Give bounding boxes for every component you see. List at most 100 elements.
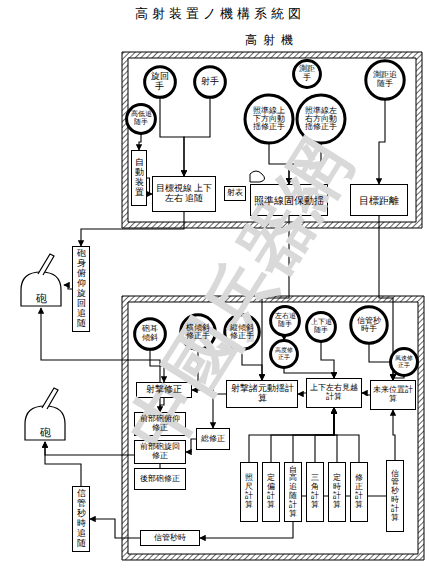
node-label: 砲耳傾斜 [138,325,162,343]
circle-outline [294,61,321,88]
vertical-box: 定時計算 [328,462,346,522]
node-label: 定時計算 [333,474,341,509]
signal-line [249,408,334,462]
signal-line [64,285,72,289]
signal-line [160,398,164,412]
node-label: 後部砲修正 [140,475,180,484]
signal-line [90,519,140,538]
node-label: 測距手 [297,65,318,83]
operator-circle: 砲耳傾斜 [134,318,166,350]
process-box: 射撃修正 [136,382,192,398]
circle-outline [127,105,156,134]
node-label: 三角計算 [311,474,319,509]
process-box: 後部砲修正 [134,468,186,490]
operator-circle: 上下追随手 [306,312,336,342]
operator-circle: 旋回手 [144,66,176,98]
node-label: 旋回手 [148,72,172,92]
signal-line [293,408,334,462]
node-label: 前部砲旋回修正 [137,443,183,461]
circle-outline [225,315,260,350]
process-box: 総修正 [196,428,230,450]
diagram-title: 高射装置ノ機構系統図 [0,5,440,23]
signal-line [242,350,262,380]
circle-outline [271,307,300,336]
process-box: 未来位置計算 [370,380,416,410]
operator-circle: 照準線上下方向動揺修正手 [244,94,294,144]
operator-circle: 高度修正手 [270,340,298,368]
node-label: 射手 [201,77,219,87]
node-label: 上下追随手 [310,319,332,334]
node-label: 信管秒時手 [355,317,383,334]
process-box: 照準線固保動揺 [250,184,328,216]
node-label: 射撃諸元動揺計算 [229,384,295,404]
process-box: 目標視線 上下左右 追随 [152,176,216,212]
node-label: 射表 [227,189,243,198]
operator-circle: 横傾斜修正手 [180,314,216,350]
vertical-box: 修正計算 [350,462,368,522]
gun-turret [21,272,61,306]
node-label: 照尺計算 [245,474,253,509]
circle-outline [297,95,345,143]
signal-line [139,134,141,150]
operator-circle: 高低追随手 [126,104,156,134]
process-box: 信管秒時 [140,530,200,546]
gun-symbol: 砲 [18,262,64,308]
circle-outline [145,67,176,98]
signal-line [192,390,226,394]
node-label: 測距追随手 [370,71,400,89]
circle-outline [307,313,336,342]
circle-outline [366,61,404,99]
node-label: 左右追随手 [274,313,296,328]
signal-line [186,439,196,452]
unit-housing: 砲耳傾斜 横傾斜修正手縦傾斜修正手 左右追随手上下追随手高度修正手 信管秒時手風速修正… [122,296,424,560]
node-label: 自動装置 [135,158,144,198]
process-box: 目標距離 [350,184,408,216]
node-label: 信管秒時 [154,534,186,543]
operator-circle: 信管秒時手 [350,306,388,344]
node-label: 修正計算 [355,474,363,509]
operator-circle: 風速修正手 [390,348,418,376]
circle-outline [135,319,166,350]
signal-line [289,144,321,184]
gun-barrel [42,388,58,409]
node-label: 縦傾斜修正手 [229,324,256,341]
hatched-wall [122,296,424,560]
node-label: 目標視線 上下左右 追随 [155,184,213,204]
signal-line [198,350,213,428]
signal-line [45,442,81,486]
vertical-box: 信管秒時計算 [386,460,404,532]
node-label: 横傾斜修正手 [185,324,212,341]
circle-outline [271,341,298,368]
node-label: 信管秒時追随 [77,489,86,548]
node-label: 高低追随手 [130,111,152,126]
circle-outline [181,315,216,350]
circle-outline [391,349,418,376]
signal-line [184,98,210,176]
vertical-box: 信管秒時追随 [72,486,90,552]
signal-line [298,393,306,394]
operator-circle: 測距追随手 [365,60,405,100]
node-label: 風速修正手 [394,355,415,369]
vertical-box: 自高追随計算 [284,462,302,522]
node-label: 照準線固保動揺 [254,195,324,206]
gun-turret [25,406,65,440]
node-label: 照準線上下方向動揺修正手 [251,107,288,132]
vertical-box: 定偏計算 [262,462,280,522]
circle-outline [195,67,226,98]
signal-line [271,408,334,462]
process-box: 射撃諸元動揺計算 [226,380,298,408]
process-box: 前部砲旋回修正 [134,440,186,464]
signal-line [150,350,164,382]
signal-line [315,408,334,462]
watermark: 中國兵器網 [84,86,397,509]
circle-outline [245,95,293,143]
signal-line [269,144,289,184]
hatched-wall [122,52,422,228]
operator-circle: 縦傾斜修正手 [224,314,260,350]
operator-circle: 照準線左右方向動揺修正手 [296,94,346,144]
node-label: 砲身俯仰旋回追随 [77,249,86,328]
signal-line [393,410,395,460]
signal-line [81,212,184,246]
vertical-box: 照尺計算 [240,462,258,522]
